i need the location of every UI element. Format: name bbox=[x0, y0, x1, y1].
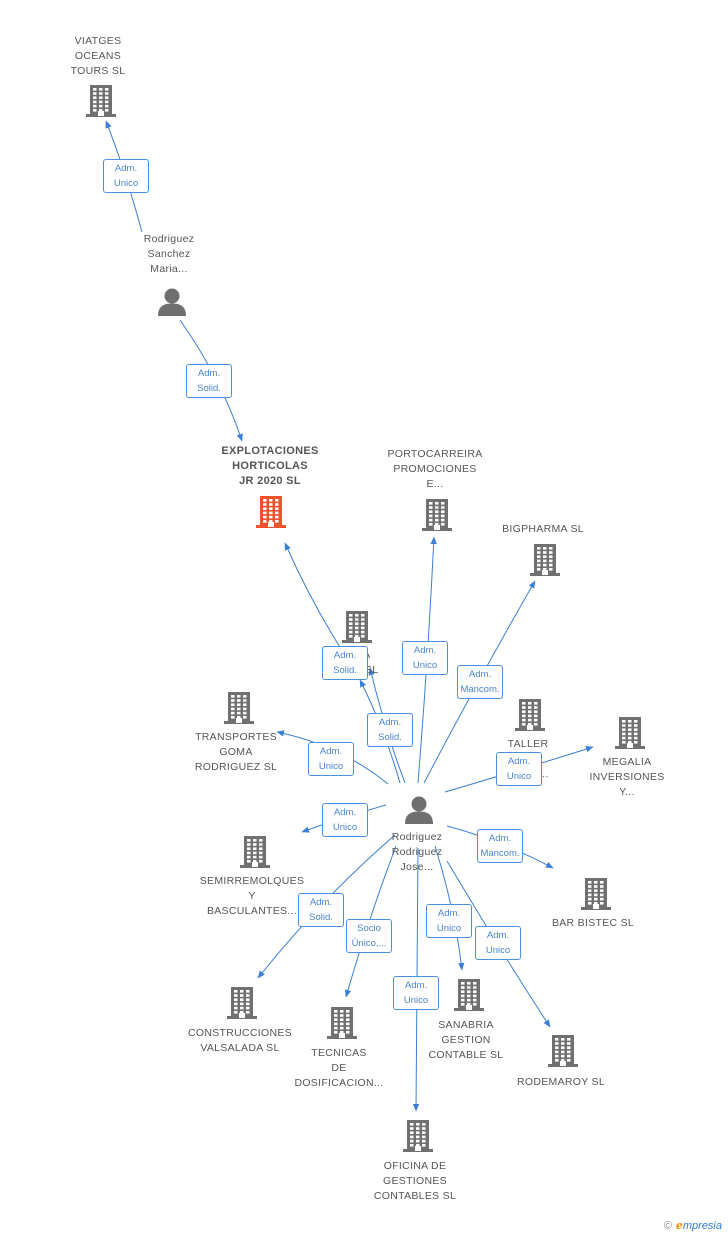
relation-badge: Adm. Unico bbox=[308, 742, 354, 776]
company-name-portocarreira[interactable]: PORTOCARREIRA PROMOCIONES E... bbox=[387, 448, 483, 490]
building-icon[interactable] bbox=[254, 494, 288, 535]
building-icon[interactable] bbox=[238, 834, 272, 875]
relation-badge: Adm. Unico bbox=[475, 926, 521, 960]
building-icon[interactable] bbox=[452, 977, 486, 1018]
relation-badge: Adm. Solid. bbox=[367, 713, 413, 747]
building-icon[interactable] bbox=[340, 609, 374, 650]
relation-badge: Adm. Mancom. bbox=[477, 829, 523, 863]
company-name-viatges[interactable]: VIATGES OCEANS TOURS SL bbox=[70, 35, 126, 77]
company-name-megalia[interactable]: MEGALIA INVERSIONES Y... bbox=[589, 756, 665, 798]
company-name-semirremolques[interactable]: SEMIRREMOLQUES Y BASCULANTES... bbox=[199, 875, 305, 917]
relation-badge: Adm. Unico bbox=[103, 159, 149, 193]
building-icon[interactable] bbox=[225, 985, 259, 1026]
building-icon[interactable] bbox=[84, 83, 118, 124]
company-name-construcciones[interactable]: CONSTRUCCIONES VALSALADA SL bbox=[188, 1027, 292, 1054]
relation-badge: Adm. Solid. bbox=[186, 364, 232, 398]
relation-badge: Adm. Solid. bbox=[322, 646, 368, 680]
copyright-symbol: © bbox=[663, 1220, 672, 1232]
brand-name: mpresia bbox=[682, 1220, 722, 1232]
brand-initial: e bbox=[675, 1219, 683, 1232]
building-icon[interactable] bbox=[613, 715, 647, 756]
building-icon[interactable] bbox=[579, 876, 613, 917]
relation-badge: Adm. Unico bbox=[426, 904, 472, 938]
building-icon[interactable] bbox=[401, 1118, 435, 1159]
footer-brand: ©empresia bbox=[664, 1219, 722, 1232]
building-icon[interactable] bbox=[420, 497, 454, 538]
company-name-rodemaroy[interactable]: RODEMAROY SL bbox=[516, 1076, 605, 1088]
company-name-transportes[interactable]: TRANSPORTES GOMA RODRIGUEZ SL bbox=[194, 731, 278, 773]
relation-badge: Adm. Unico bbox=[322, 803, 368, 837]
relation-badge: Adm. Mancom. bbox=[457, 665, 503, 699]
company-name-barbistec[interactable]: BAR BISTEC SL bbox=[551, 917, 635, 929]
edge-rrodriguez-to-explotaciones bbox=[284, 542, 344, 653]
relation-badge: Adm. Unico bbox=[402, 641, 448, 675]
person-icon[interactable] bbox=[403, 795, 435, 830]
company-name-sanabria[interactable]: SANABRIA GESTION CONTABLE SL bbox=[428, 1019, 504, 1061]
relation-badge: Adm. Unico bbox=[393, 976, 439, 1010]
company-name-oficina[interactable]: OFICINA DE GESTIONES CONTABLES SL bbox=[373, 1160, 457, 1202]
company-name-tecnicas[interactable]: TECNICAS DE DOSIFICACION... bbox=[294, 1047, 384, 1089]
company-name-explotaciones[interactable]: EXPLOTACIONES HORTICOLAS JR 2020 SL bbox=[221, 445, 319, 487]
person-icon[interactable] bbox=[156, 287, 188, 322]
person-name-rrodriguez[interactable]: Rodriguez Rodriguez Jose... bbox=[391, 831, 443, 873]
building-icon[interactable] bbox=[546, 1033, 580, 1074]
relation-badge: Socio Único,... bbox=[346, 919, 392, 953]
company-name-bigpharma[interactable]: BIGPHARMA SL bbox=[502, 523, 584, 535]
building-icon[interactable] bbox=[222, 690, 256, 731]
relation-badge: Adm. Solid. bbox=[298, 893, 344, 927]
building-icon[interactable] bbox=[325, 1005, 359, 1046]
building-icon[interactable] bbox=[513, 697, 547, 738]
person-name-rsanchez[interactable]: Rodriguez Sanchez Maria... bbox=[143, 233, 195, 275]
building-icon[interactable] bbox=[528, 542, 562, 583]
relation-badge: Adm. Unico bbox=[496, 752, 542, 786]
